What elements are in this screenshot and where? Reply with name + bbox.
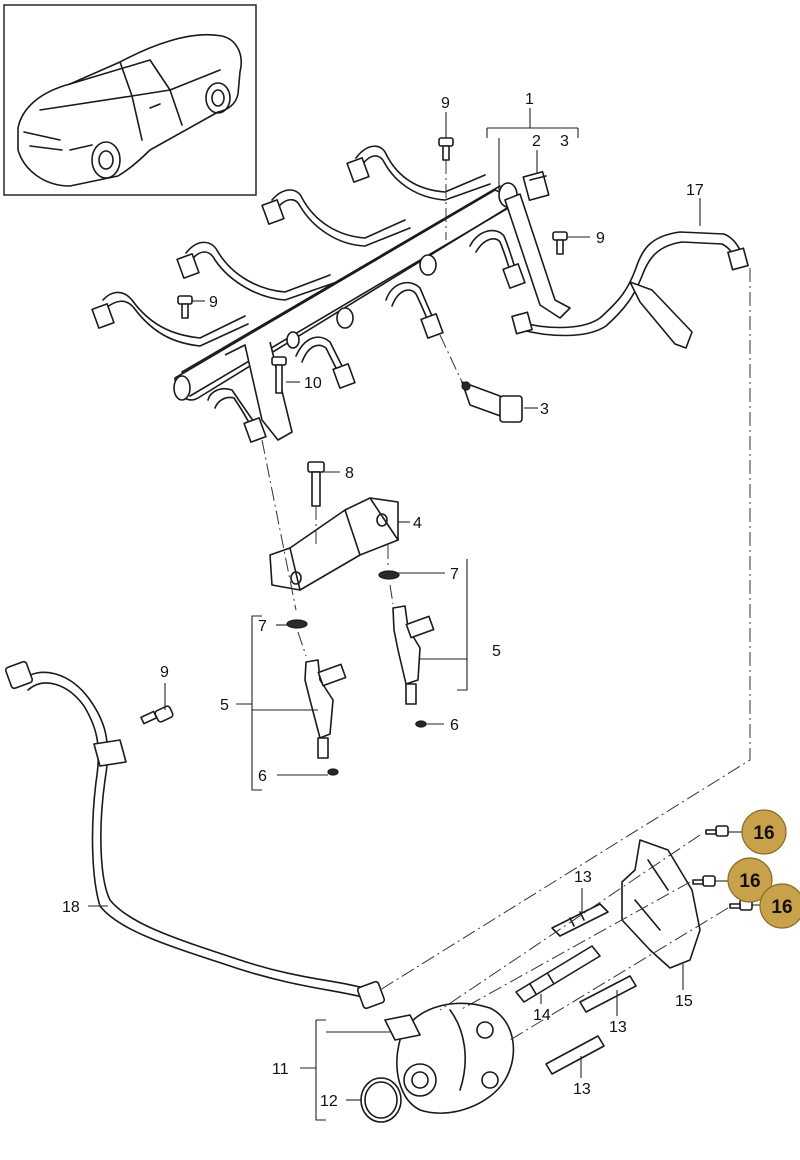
label-17: 17 (686, 182, 704, 199)
stud-14 (515, 945, 601, 1003)
label-5-right: 5 (492, 643, 501, 660)
part-labels: 1 2 3 9 9 9 10 17 3 8 4 7 7 5 5 6 6 9 18… (62, 91, 704, 1110)
assembly-lines (261, 160, 751, 1041)
vehicle-thumbnail (3, 4, 257, 196)
label-10: 10 (304, 375, 322, 392)
label-6-right: 6 (450, 717, 459, 734)
label-9-left: 9 (209, 294, 218, 311)
label-4: 4 (413, 515, 422, 532)
label-5-left: 5 (220, 697, 229, 714)
label-7-right: 7 (450, 566, 459, 583)
callout-16-b-text: 16 (739, 871, 760, 892)
o-ring-12 (360, 1077, 402, 1123)
callout-16-c[interactable]: 16 (759, 883, 800, 929)
stud-13-top (551, 903, 609, 937)
label-3-sensor: 3 (540, 401, 549, 418)
leader-lines (88, 108, 760, 1121)
bolt-8 (307, 461, 325, 507)
pressure-sensor (461, 381, 523, 423)
car-sedan-icon (17, 33, 242, 187)
high-pressure-pump-11 (384, 1002, 515, 1114)
label-11: 11 (272, 1061, 289, 1078)
label-13-middle: 13 (609, 1019, 627, 1036)
label-9-right: 9 (596, 230, 605, 247)
injector-lines (91, 145, 526, 443)
rail-end-cap (522, 171, 550, 201)
label-12: 12 (320, 1093, 338, 1110)
fuel-line-18 (4, 660, 386, 1010)
bolt-10 (271, 356, 287, 394)
label-2: 2 (532, 133, 541, 150)
label-6-left: 6 (258, 768, 267, 785)
bolt-16-b (692, 875, 716, 887)
stud-13-bottom (545, 1035, 605, 1075)
injector-bracket-4 (269, 497, 399, 591)
bolt-16-a (705, 825, 729, 837)
label-1: 1 (525, 91, 534, 108)
label-13-bottom: 13 (573, 1081, 591, 1098)
label-9-top: 9 (441, 95, 450, 112)
callout-16-a-text: 16 (753, 823, 774, 844)
label-9-pipe: 9 (160, 664, 169, 681)
injector-5-right (378, 570, 435, 728)
label-3-top: 3 (560, 133, 569, 150)
bolt-9-top (438, 137, 454, 161)
callout-16-c-text: 16 (771, 897, 792, 918)
label-15: 15 (675, 993, 693, 1010)
callout-16-a[interactable]: 16 (741, 809, 787, 855)
stud-13-middle (579, 975, 637, 1013)
bolt-9-pipe (140, 705, 174, 725)
label-7-left: 7 (258, 618, 267, 635)
bolt-9-left (177, 295, 193, 319)
label-18: 18 (62, 899, 80, 916)
callout-16-b[interactable]: 16 (727, 857, 773, 903)
high-pressure-line-17 (511, 231, 749, 349)
bolt-9-right (552, 231, 568, 255)
label-14: 14 (533, 1007, 551, 1024)
callouts-16: 16 16 16 (727, 809, 800, 929)
label-13-top: 13 (574, 869, 592, 886)
heat-shield-15 (621, 839, 701, 969)
label-8: 8 (345, 465, 354, 482)
injector-5-left (286, 619, 347, 776)
